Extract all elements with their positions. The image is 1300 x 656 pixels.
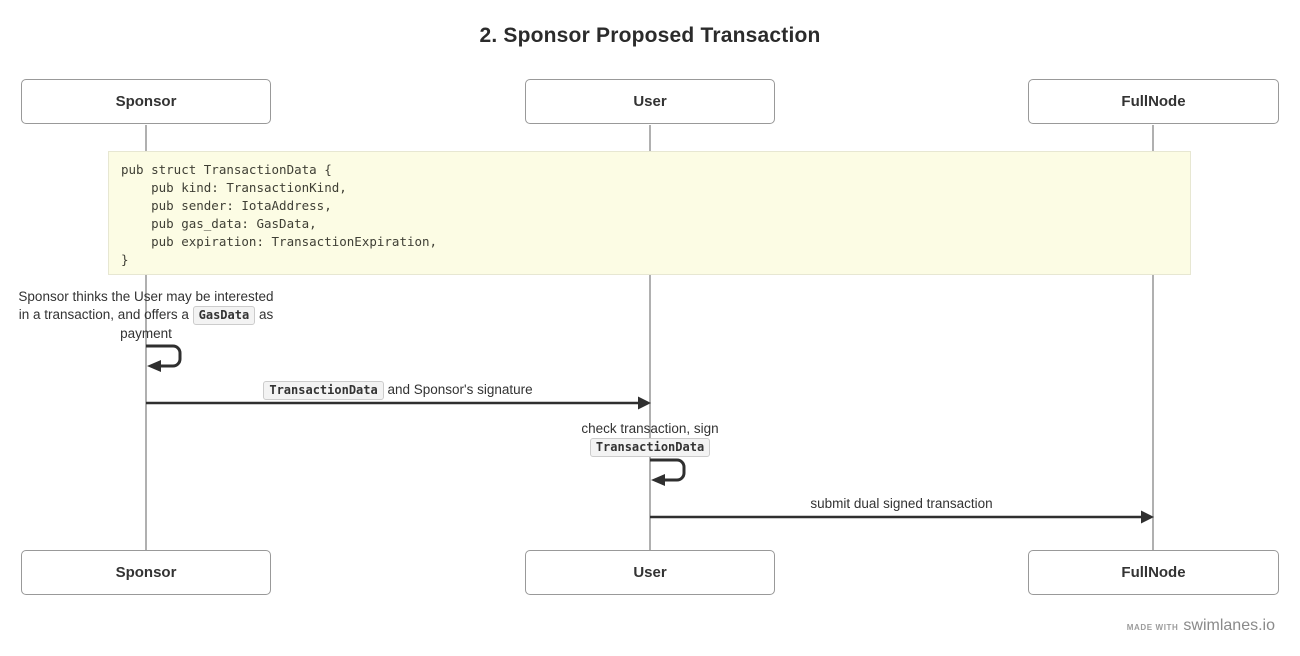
gasdata-chip: GasData — [192, 306, 256, 325]
message1-label: TransactionData and Sponsor's signature — [146, 381, 650, 400]
actor-user-top: User — [525, 79, 775, 124]
actor-fullnode-label: FullNode — [1121, 93, 1186, 110]
actor-fullnode-label: FullNode — [1121, 564, 1186, 581]
actor-fullnode-top: FullNode — [1028, 79, 1279, 124]
swimlanes-brand-link[interactable]: swimlanes.io — [1183, 617, 1275, 634]
code-line: pub struct TransactionData { — [121, 162, 332, 177]
code-line: } — [121, 252, 129, 267]
user-self-loop-arrow — [650, 458, 686, 482]
user-note-text: check transaction, sign TransactionData — [525, 420, 775, 457]
sponsor-note-line1: Sponsor thinks the User may be intereste… — [18, 289, 274, 304]
message1-text: and Sponsor's signature — [387, 382, 533, 397]
actor-sponsor-label: Sponsor — [115, 564, 177, 581]
actor-sponsor-label: Sponsor — [115, 93, 177, 110]
sponsor-self-loop-arrow — [146, 344, 182, 368]
sponsor-self-loop-arrowhead — [147, 360, 161, 372]
sponsor-note-line2-post: as — [258, 307, 274, 322]
sponsor-note-line3: payment — [120, 326, 172, 341]
swimlanes-badge: MADE WITH swimlanes.io — [1127, 617, 1275, 635]
actor-fullnode-bottom: FullNode — [1028, 550, 1279, 595]
code-note: pub struct TransactionData { pub kind: T… — [108, 151, 1191, 275]
message2-text: submit dual signed transaction — [810, 496, 993, 511]
message2-label: submit dual signed transaction — [650, 495, 1153, 513]
actor-user-label: User — [633, 93, 667, 110]
message2-arrowhead — [1141, 510, 1154, 524]
sponsor-note-text: Sponsor thinks the User may be intereste… — [6, 288, 286, 343]
actor-user-label: User — [633, 564, 667, 581]
transactiondata-chip-message1: TransactionData — [263, 381, 384, 400]
actor-user-bottom: User — [525, 550, 775, 595]
user-self-loop-arrowhead — [651, 474, 665, 486]
actor-sponsor-top: Sponsor — [21, 79, 271, 124]
user-note-line1: check transaction, sign — [581, 421, 719, 436]
message1-arrowhead — [638, 396, 651, 410]
transactiondata-chip-usernote: TransactionData — [589, 438, 711, 457]
code-line: pub expiration: TransactionExpiration, — [121, 234, 438, 249]
code-line: pub kind: TransactionKind, — [121, 180, 347, 195]
actor-sponsor-bottom: Sponsor — [21, 550, 271, 595]
made-with-label: MADE WITH — [1126, 623, 1179, 632]
code-line: pub gas_data: GasData, — [121, 216, 317, 231]
code-line: pub sender: IotaAddress, — [121, 198, 332, 213]
diagram-title: 2. Sponsor Proposed Transaction — [479, 24, 821, 47]
sponsor-note-line2-pre: in a transaction, and offers a — [18, 307, 189, 322]
